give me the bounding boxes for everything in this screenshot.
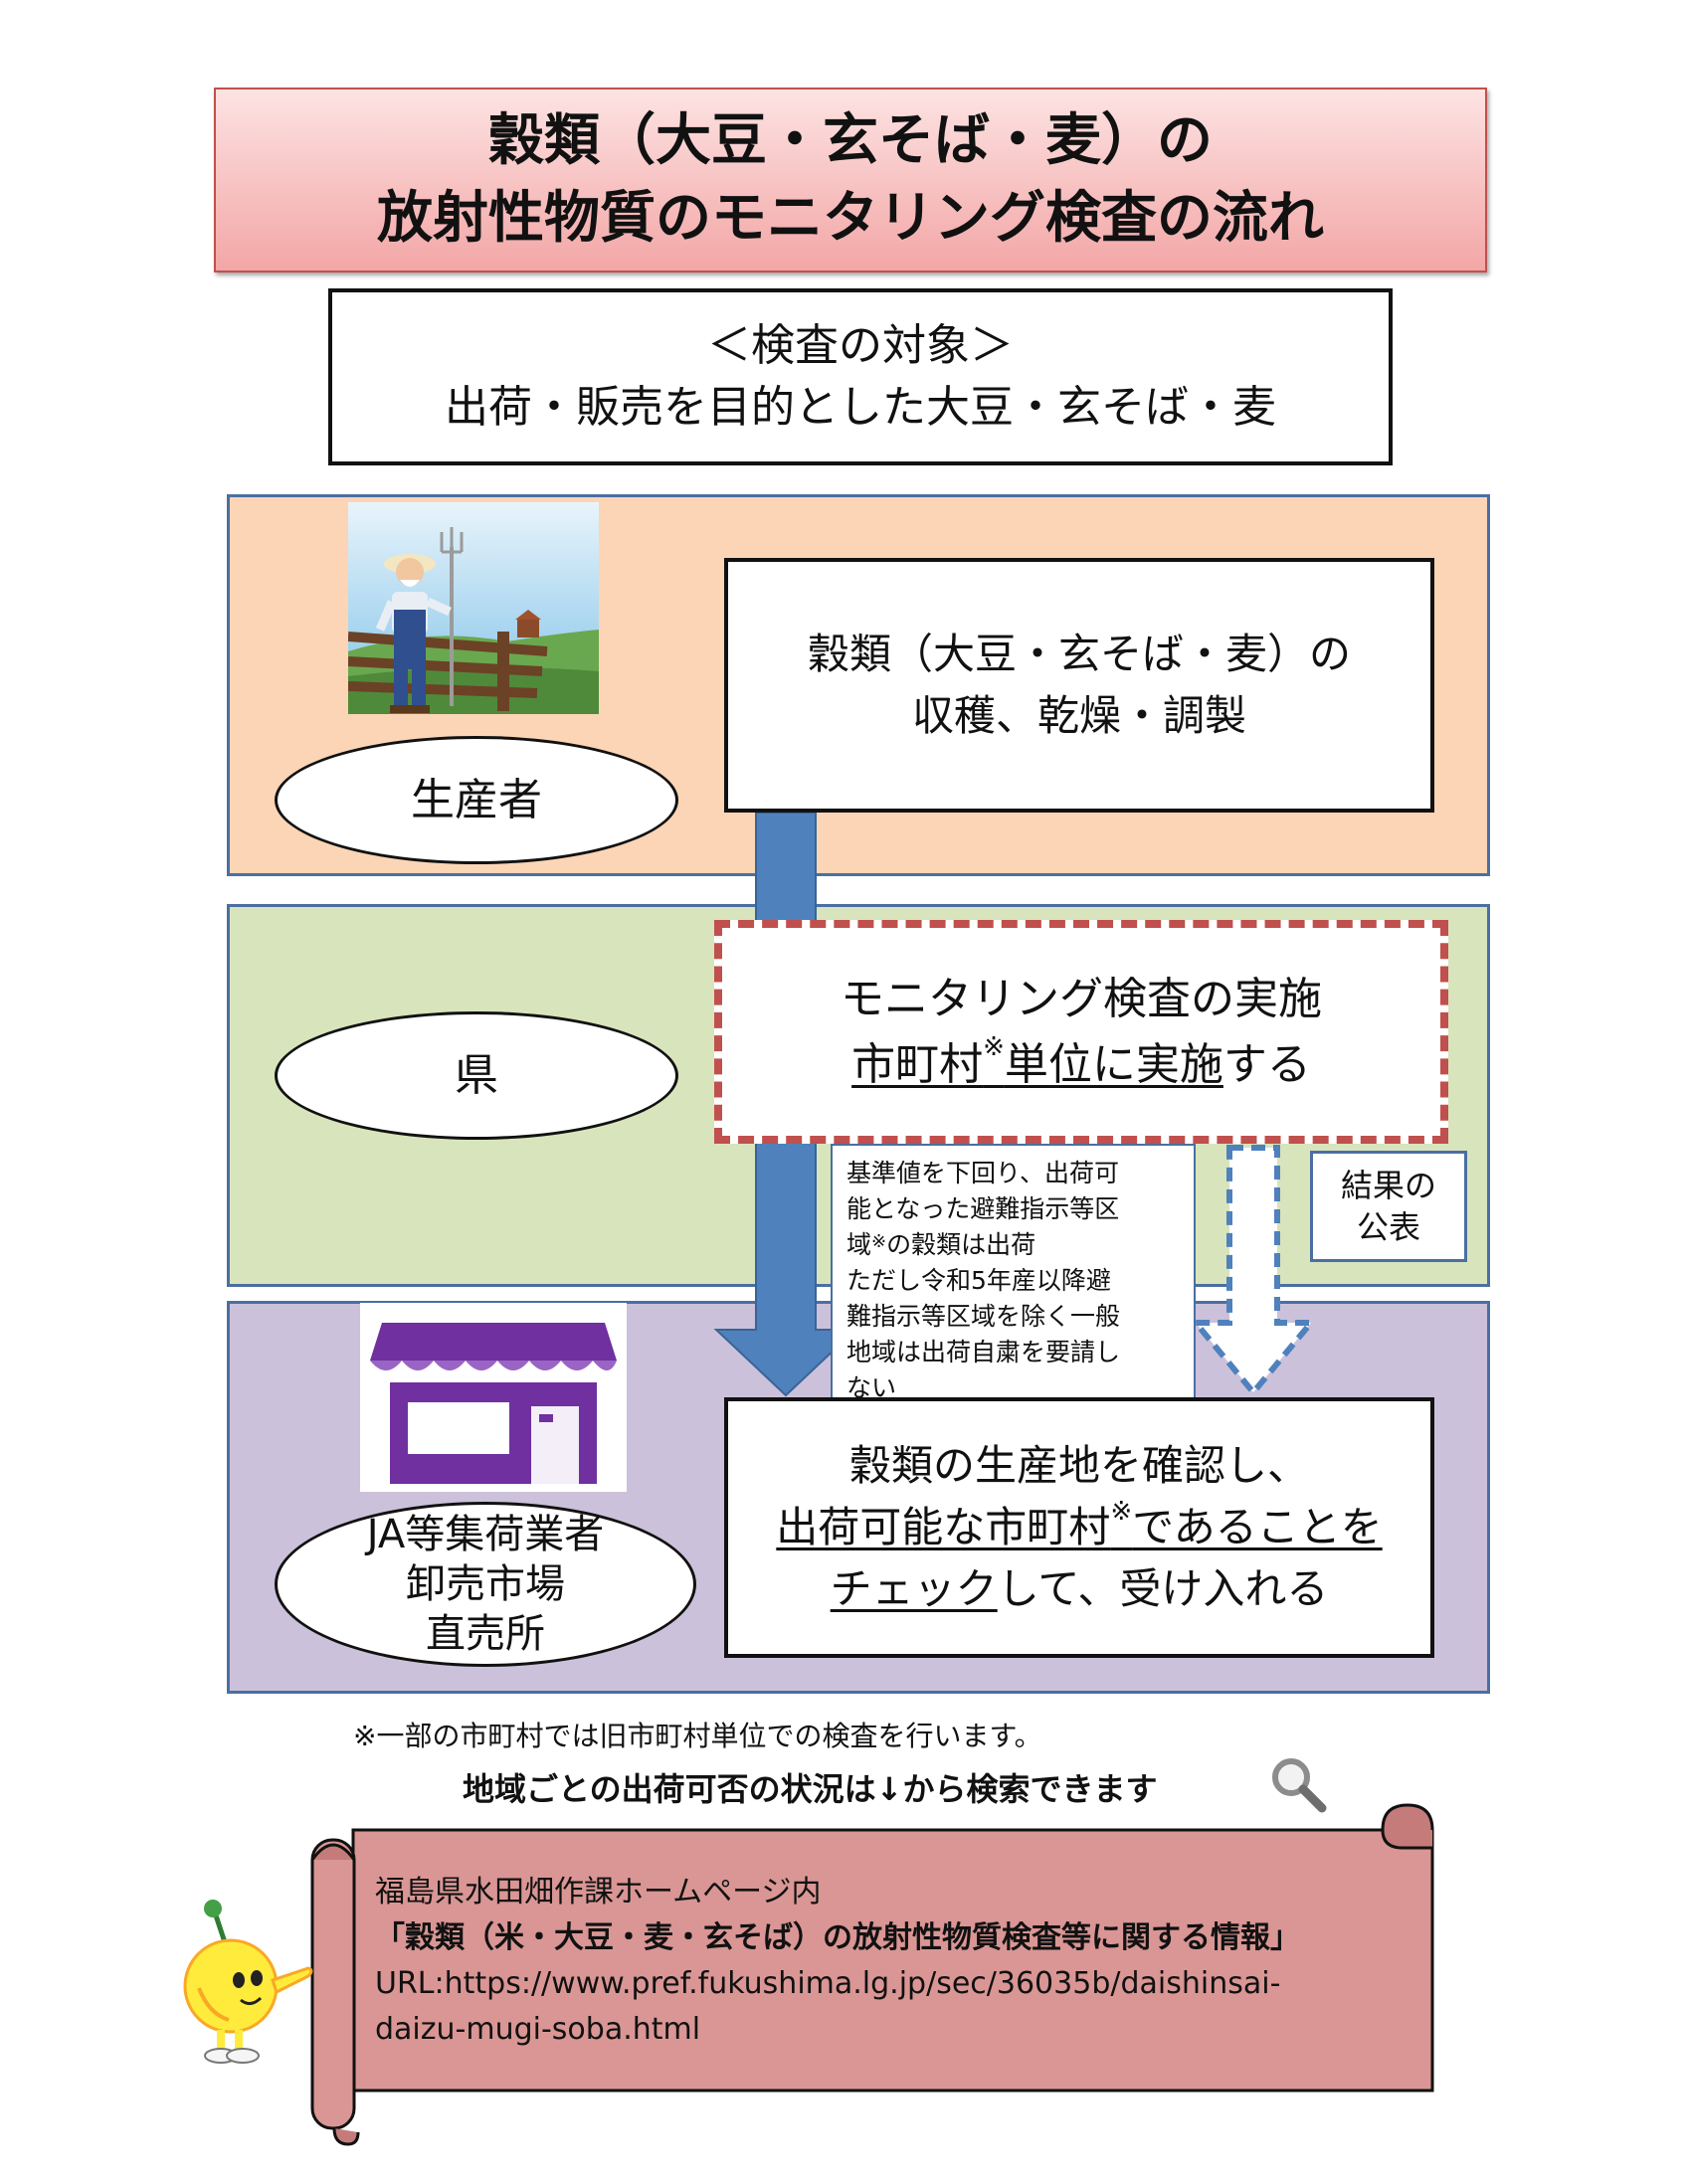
collector-step-line-2b: であることを (1132, 1503, 1383, 1551)
info-url-line-1[interactable]: URL:https://www.pref.fukushima.lg.jp/sec… (375, 1966, 1281, 2001)
note-line-1: 基準値を下回り、出荷可 (846, 1159, 1120, 1187)
collector-label-line-1: JA等集荷業者 (366, 1512, 605, 1557)
note-line-3b: の穀類は出荷 (886, 1230, 1036, 1259)
prefecture-ellipse: 県 (275, 1011, 678, 1140)
inspection-target-box: ＜検査の対象＞ 出荷・販売を目的とした大豆・玄そば・麦 (328, 288, 1393, 465)
monitoring-step-tail: する (1222, 1038, 1311, 1090)
note-line-2: 能となった避難指示等区 (846, 1194, 1120, 1223)
collector-step-line-2: 出荷可能な市町村※であることを (776, 1497, 1382, 1558)
monitoring-unit-text: 市町村 (851, 1038, 984, 1090)
monitoring-step-box: モニタリング検査の実施 市町村※単位に実施する (714, 920, 1448, 1144)
page-title: 穀類（大豆・玄そば・麦）の 放射性物質のモニタリング検査の流れ (214, 88, 1487, 273)
footnote: ※一部の市町村では旧市町村単位での検査を行います。 (353, 1720, 1042, 1752)
search-guidance: 地域ごとの出荷可否の状況は↓から検索できます (463, 1767, 1158, 1811)
info-scroll-banner (310, 1803, 1434, 2146)
footnote-mark: ※ (1110, 1497, 1133, 1527)
title-line-2: 放射性物質のモニタリング検査の流れ (377, 186, 1324, 251)
target-heading: ＜検査の対象＞ (707, 320, 1014, 371)
result-publish-box: 結果の 公表 (1310, 1151, 1467, 1262)
collector-step-line-1: 穀類の生産地を確認し、 (848, 1441, 1309, 1490)
search-icon (1272, 1758, 1327, 1813)
mascot-character (183, 1900, 313, 2064)
collector-step-line-2a: 出荷可能な市町村 (776, 1503, 1111, 1551)
prefecture-label: 県 (455, 1049, 498, 1101)
producer-step-line-1: 穀類（大豆・玄そば・麦）の (807, 630, 1351, 678)
info-line-1: 福島県水田畑作課ホームページ内 (375, 1875, 822, 1910)
result-line-2: 公表 (1356, 1208, 1420, 1246)
collector-step-line-3b: して、受け入れる (997, 1564, 1329, 1613)
search-guidance-text: 地域ごとの出荷可否の状況は↓から検索できます (463, 1770, 1158, 1808)
footnote-mark: ※ (983, 1031, 1005, 1062)
note-line-6: 地域は出荷自粛を要請し (846, 1338, 1121, 1366)
collector-label-line-3: 直売所 (426, 1611, 545, 1657)
farmer-illustration (348, 502, 599, 714)
result-publish-arrow (1194, 1145, 1313, 1397)
note-line-5: 難指示等区域を除く一般 (846, 1302, 1121, 1331)
producer-ellipse: 生産者 (275, 736, 678, 864)
producer-step-box: 穀類（大豆・玄そば・麦）の 収穫、乾燥・調製 (724, 558, 1434, 813)
collector-ellipse: JA等集荷業者 卸売市場 直売所 (275, 1502, 696, 1667)
monitoring-unit-underlined: 市町村※単位に実施 (851, 1032, 1223, 1090)
collector-check-word: チェック (830, 1564, 998, 1613)
note-line-3a: 域 (846, 1230, 872, 1259)
info-url-line-2[interactable]: daizu-mugi-soba.html (375, 2012, 701, 2047)
target-text: 出荷・販売を目的とした大豆・玄そば・麦 (445, 382, 1276, 433)
monitoring-step-line-2: 市町村※単位に実施する (851, 1032, 1311, 1098)
collector-check-underlined: 出荷可能な市町村※であることを (776, 1497, 1383, 1551)
producer-label: 生産者 (411, 774, 542, 825)
shipment-note-box: 基準値を下回り、出荷可 能となった避難指示等区 域※の穀類は出荷 ただし令和5年… (831, 1144, 1196, 1414)
collector-step-line-3: チェックして、受け入れる (831, 1558, 1329, 1620)
shop-icon (360, 1303, 627, 1492)
producer-step-line-2: 収穫、乾燥・調製 (911, 691, 1246, 740)
title-line-1: 穀類（大豆・玄そば・麦）の (488, 108, 1213, 173)
monitoring-step-line-1: モニタリング検査の実施 (841, 973, 1322, 1024)
result-line-1: 結果の (1340, 1167, 1436, 1204)
collector-label-line-2: 卸売市場 (406, 1561, 565, 1607)
footnote-mark: ※ (871, 1231, 887, 1252)
note-line-3: 域※の穀類は出荷 (846, 1227, 1180, 1263)
info-page-title: 「穀類（米・大豆・麦・玄そば）の放射性物質検査等に関する情報」 (375, 1920, 1300, 1955)
note-line-4: ただし令和5年産以降避 (846, 1266, 1111, 1295)
collector-step-box: 穀類の生産地を確認し、 出荷可能な市町村※であることを チェックして、受け入れる (724, 1397, 1434, 1658)
info-text-block: 福島県水田畑作課ホームページ内 「穀類（米・大豆・麦・玄そば）の放射性物質検査等… (375, 1870, 1409, 2053)
monitoring-unit-text-2: 単位に実施 (1004, 1038, 1223, 1090)
